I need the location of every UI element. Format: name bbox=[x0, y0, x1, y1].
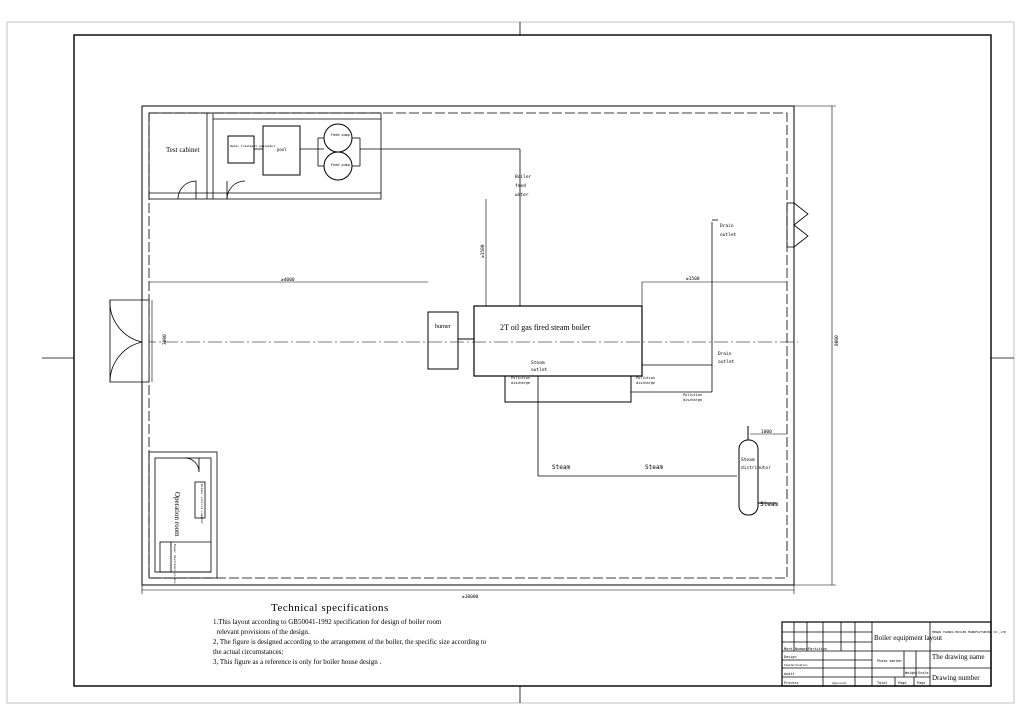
dimension-1000: 1000 bbox=[761, 429, 772, 435]
dimension-8000: 8000 bbox=[834, 335, 840, 346]
dimension-4000: ≥4000 bbox=[281, 277, 295, 283]
boiler-piping bbox=[537, 219, 737, 477]
dimension-1500-left: ≥1500 bbox=[480, 244, 486, 258]
title-block-number: Number bbox=[795, 647, 808, 651]
feed-pump-2-label: Feed pump bbox=[331, 163, 350, 167]
drain-outlet-1-line1: Drain bbox=[720, 223, 734, 229]
specs-line-2: relevant provisions of the design. bbox=[213, 628, 310, 636]
title-block-mark: Mark bbox=[784, 647, 793, 651]
left-main-door bbox=[109, 299, 150, 383]
test-cabinet-label: Test cabinet bbox=[166, 146, 200, 154]
specs-line-1: 1.This layout according to GB50041-1992 … bbox=[213, 618, 442, 626]
title-block-partition: Partition bbox=[808, 647, 827, 651]
boiler-label: 2T oil gas fired steam boiler bbox=[500, 323, 591, 332]
steam-label-3: Steam bbox=[760, 501, 778, 508]
steam-distributor-line2: distributor bbox=[741, 465, 771, 471]
specs-line-5: 3, This figure as a reference is only fo… bbox=[213, 658, 382, 666]
boiler-control-cabinet bbox=[194, 481, 206, 519]
boiler-base bbox=[504, 375, 632, 403]
title-block-phase-marker: Phase marker bbox=[877, 659, 902, 663]
boiler-feed-water-line3: water bbox=[515, 192, 529, 198]
title-block-approval: Approval bbox=[832, 681, 847, 685]
pollution-1-line2: discharge bbox=[511, 381, 530, 385]
title-block-page-2: Page bbox=[917, 681, 925, 685]
pump-piping bbox=[254, 137, 521, 306]
title-block-drawing-name: The drawing name bbox=[932, 653, 984, 661]
dimension-3000: 3000 bbox=[162, 334, 168, 345]
steam-distributor bbox=[738, 426, 776, 516]
boiler-feed-water-line1: Boiler bbox=[515, 174, 532, 180]
burner-label: burner bbox=[435, 324, 451, 330]
steam-outlet-line2: outlet bbox=[531, 367, 548, 373]
steam-outlet-line1: Steam bbox=[531, 360, 545, 366]
operation-room-label: Operation room bbox=[173, 492, 181, 537]
dimension-1500-right: ≥1500 bbox=[686, 276, 700, 282]
drain-outlet-1-line2: outlet bbox=[720, 232, 737, 238]
pollution-3-line1: Pollution bbox=[683, 393, 702, 397]
title-block-design: Design bbox=[784, 655, 797, 659]
drawing-frame bbox=[73, 34, 992, 687]
room-doors-top bbox=[177, 180, 246, 200]
title-block-total: Total bbox=[877, 681, 888, 685]
title-block-weight: Weight bbox=[905, 671, 918, 675]
pollution-1-line1: Pollution bbox=[511, 376, 530, 380]
title-block-drawing-title: Boiler equipment layout bbox=[874, 634, 942, 642]
dimension-10000: ≥10000 bbox=[462, 594, 479, 600]
feed-pump-1 bbox=[323, 123, 353, 153]
steam-boiler bbox=[473, 305, 643, 377]
title-block-standard: Standardization bbox=[784, 663, 808, 667]
control-cabinet-label: Boiler control cabinet bbox=[200, 484, 204, 524]
specs-line-3: 2, The figure is designed according to t… bbox=[213, 638, 487, 646]
pollution-2-line2: discharge bbox=[636, 381, 655, 385]
technical-specifications: Technical specifications 1.This layout a… bbox=[213, 603, 533, 667]
burner bbox=[427, 311, 459, 370]
pool-tank bbox=[262, 125, 301, 176]
title-block-page-1: Page bbox=[898, 681, 906, 685]
outer-sheet-border bbox=[6, 21, 1015, 704]
pool-label: pool bbox=[277, 147, 287, 152]
pollution-3-line2: discharge bbox=[683, 398, 702, 402]
title-block-audit: Audit bbox=[784, 672, 795, 676]
title-block bbox=[781, 621, 992, 687]
distribution-box-label: Power distribution box bbox=[173, 544, 177, 584]
steam-distributor-line1: Steam bbox=[741, 457, 755, 463]
operation-room bbox=[148, 451, 218, 579]
water-treatment-room bbox=[148, 112, 382, 200]
title-block-drawing-number: Drawing number bbox=[932, 674, 980, 682]
drain-outlet-2-line1: Drain bbox=[718, 351, 732, 357]
title-block-scale: Scale bbox=[918, 671, 929, 675]
drain-outlet-2-line2: outlet bbox=[718, 359, 735, 365]
steam-label-1: Steam bbox=[552, 464, 570, 471]
water-treatment-equipment bbox=[227, 135, 255, 164]
steam-label-2: Steam bbox=[645, 464, 663, 471]
power-distribution-box bbox=[159, 541, 172, 573]
title-block-process: Process bbox=[784, 681, 799, 685]
centering-marks bbox=[42, 22, 1014, 703]
pollution-2-line1: Pollution bbox=[636, 376, 655, 380]
specs-line-4: the actual circumstances; bbox=[213, 648, 284, 656]
specs-title: Technical specifications bbox=[271, 602, 389, 614]
boiler-feed-water-line2: feed bbox=[515, 183, 526, 189]
room-walls bbox=[141, 105, 795, 586]
dimension-lines bbox=[141, 105, 836, 594]
right-door bbox=[786, 202, 809, 248]
feed-pump-1-label: Feed pump bbox=[331, 133, 350, 137]
title-block-company: HENAN YUANDA BOILER MANUFACTURING CO.,LT… bbox=[932, 630, 1006, 634]
water-treatment-label: Water treatment equipment bbox=[230, 144, 275, 148]
